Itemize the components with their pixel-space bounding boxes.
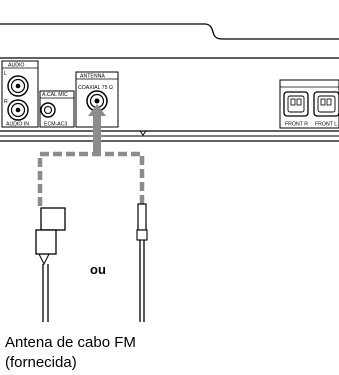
arrow-head-icon (88, 104, 106, 124)
front-l-label: FRONT L (315, 122, 337, 128)
audio-jack-group: AUDIO L R AUDIO IN (1, 60, 39, 128)
acal-mic-group: A.CAL MIC ECM-AC3 (39, 90, 75, 128)
acal-title: A.CAL MIC (42, 92, 68, 98)
audio-right-jack (7, 99, 29, 121)
connection-arrow (37, 104, 145, 206)
audio-title: AUDIO (8, 63, 24, 69)
audio-left-jack (7, 75, 29, 97)
rear-panel (0, 57, 339, 142)
front-r-terminal (283, 91, 309, 117)
antenna-caption: Antena de cabo FM (fornecida) (5, 333, 136, 373)
fm-wire-antenna-plug (35, 207, 66, 322)
unit-top-outline (0, 23, 339, 40)
front-l-terminal (313, 91, 339, 117)
audio-left-label: L (4, 71, 7, 77)
caption-line-2: (fornecida) (5, 354, 77, 371)
caption-line-1: Antena de cabo FM (5, 334, 136, 351)
fm-coaxial-antenna (136, 203, 148, 322)
acal-mic-jack (40, 102, 56, 118)
front-r-label: FRONT R (285, 122, 308, 128)
audio-right-label: R (4, 99, 8, 105)
antenna-title: ANTENNA (80, 74, 105, 80)
or-label: ou (90, 262, 106, 277)
acal-sub: ECM-AC3 (44, 122, 67, 128)
antenna-sub: COAXIAL 75 Ω (78, 85, 113, 91)
audio-in-label: AUDIO IN (6, 122, 29, 128)
dashed-split-line (37, 151, 145, 206)
speaker-terminal-group: FRONT R FRONT L (279, 79, 339, 129)
